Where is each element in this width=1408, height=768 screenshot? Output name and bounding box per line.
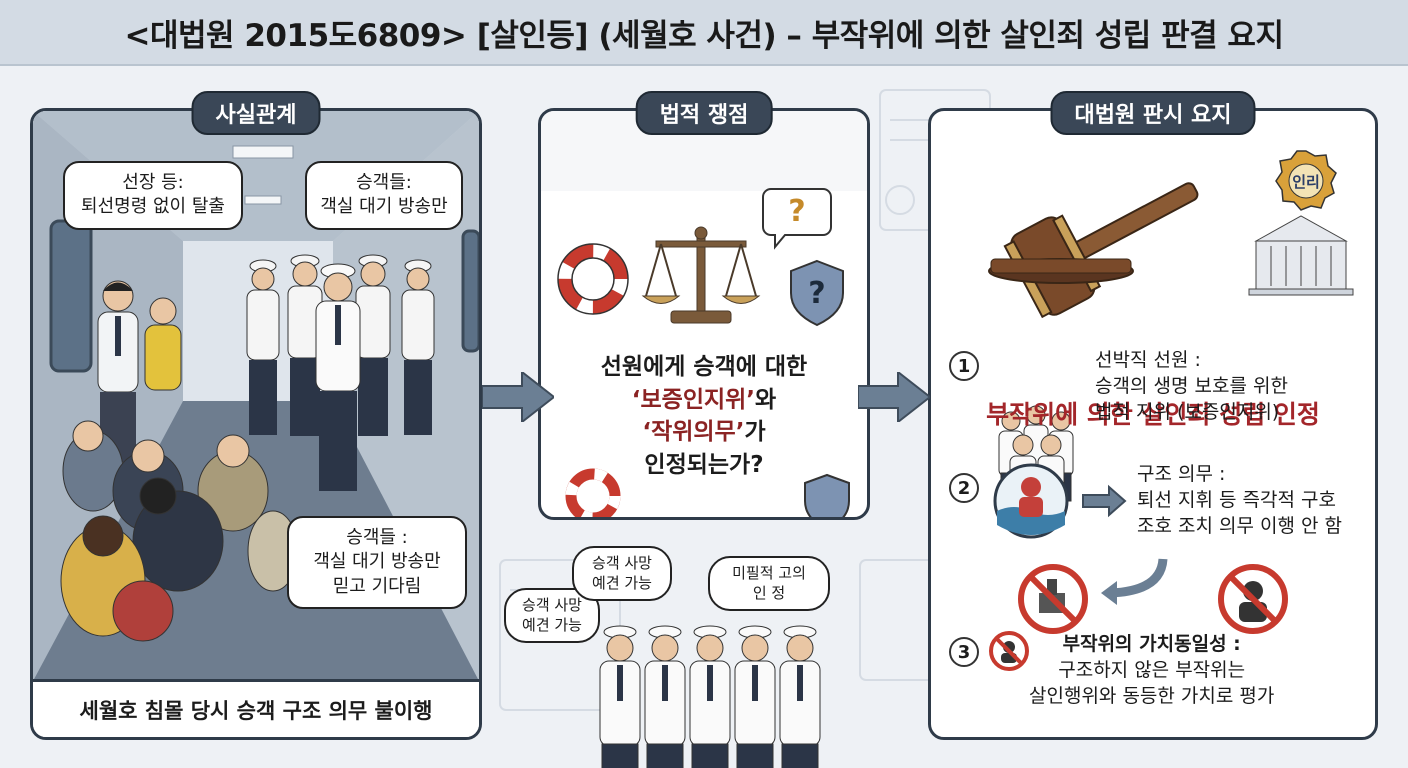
life-ring-icon bbox=[557, 243, 629, 315]
life-ring-icon bbox=[565, 468, 621, 517]
item-number-3: 3 bbox=[949, 637, 979, 667]
arrow-right-icon bbox=[1082, 484, 1127, 518]
crew-bubble-right: 미필적 고의 인 정 bbox=[708, 556, 830, 611]
item-number-1: 1 bbox=[949, 351, 979, 381]
question-bubble-icon: ? bbox=[762, 188, 832, 250]
title-bar: <대법원 2015도6809> [살인등] (세월호 사건) – 부작위에 의한… bbox=[0, 0, 1408, 66]
ruling-tag: 대법원 판시 요지 bbox=[1050, 91, 1256, 135]
crew-bubble-middle: 승객 사망 예견 가능 bbox=[572, 546, 672, 601]
legal-question: 선원에게 승객에 대한 ‘보증인지위’와 ‘작위의무’가 인정되는가? bbox=[600, 354, 808, 478]
drowning-person-icon bbox=[993, 463, 1069, 539]
passengers-speech-bubble-top: 승객들: 객실 대기 방송만 bbox=[305, 161, 463, 230]
prohibited-rescue-icon bbox=[1018, 564, 1088, 634]
facts-summary: 세월호 침몰 당시 승객 구조 의무 불이행 bbox=[33, 679, 479, 737]
svg-text:인리: 인리 bbox=[1292, 173, 1320, 191]
facts-panel: 선장 등: 퇴선명령 없이 탈출 승객들: 객실 대기 방송만 승객들 : 객실… bbox=[30, 108, 482, 740]
shield-question-icon: ? bbox=[790, 259, 844, 327]
facts-tag: 사실관계 bbox=[191, 91, 321, 135]
prohibited-person-icon bbox=[1218, 564, 1288, 634]
gavel-icon bbox=[1003, 182, 1199, 319]
ruling-illustration: 인리 bbox=[988, 150, 1354, 671]
ruling-panel: 인리 bbox=[928, 108, 1378, 740]
arrow-right-icon bbox=[482, 372, 554, 422]
svg-text:?: ? bbox=[788, 194, 805, 229]
issue-tag: 법적 쟁점 bbox=[635, 91, 773, 135]
passengers-speech-bubble-bottom: 승객들 : 객실 대기 방송만 믿고 기다림 bbox=[287, 516, 467, 609]
ruling-item-2: 구조 의무 : 퇴선 지휘 등 즉각적 구호 조호 조치 의무 이행 안 함 bbox=[1137, 463, 1342, 538]
court-building-icon bbox=[1248, 215, 1354, 296]
ruling-item-1: 선박직 선원 : 승객의 생명 보호를 위한 법적 지위 (보증인지위) bbox=[1095, 349, 1288, 424]
item-number-2: 2 bbox=[949, 473, 979, 503]
prohibited-person-small-icon bbox=[989, 631, 1029, 671]
court-seal-icon: 인리 bbox=[1275, 150, 1337, 211]
curved-arrow-icon bbox=[1101, 558, 1168, 605]
ruling-item-3: 부작위의 가치동일성 : 구조하지 않은 부작위는 살인행위와 동등한 가치로 … bbox=[1029, 633, 1275, 708]
arrow-right-icon bbox=[858, 372, 930, 422]
captain-speech-bubble: 선장 등: 퇴선명령 없이 탈출 bbox=[63, 161, 243, 230]
page-title: <대법원 2015도6809> [살인등] (세월호 사건) – 부작위에 의한… bbox=[124, 17, 1284, 54]
ruling-conclusion: 부작위에 의한 살인죄 성립 인정 bbox=[986, 400, 1320, 429]
scales-icon bbox=[641, 226, 761, 324]
crew-illustration bbox=[599, 625, 821, 768]
issue-panel: ? ? 선원에게 승객에 대한 ‘보증인지위’와 ‘작위의무’가 인정되는가? bbox=[538, 108, 870, 520]
shield-icon bbox=[804, 473, 850, 517]
issue-illustration: ? ? bbox=[541, 111, 867, 517]
svg-text:?: ? bbox=[808, 276, 825, 311]
